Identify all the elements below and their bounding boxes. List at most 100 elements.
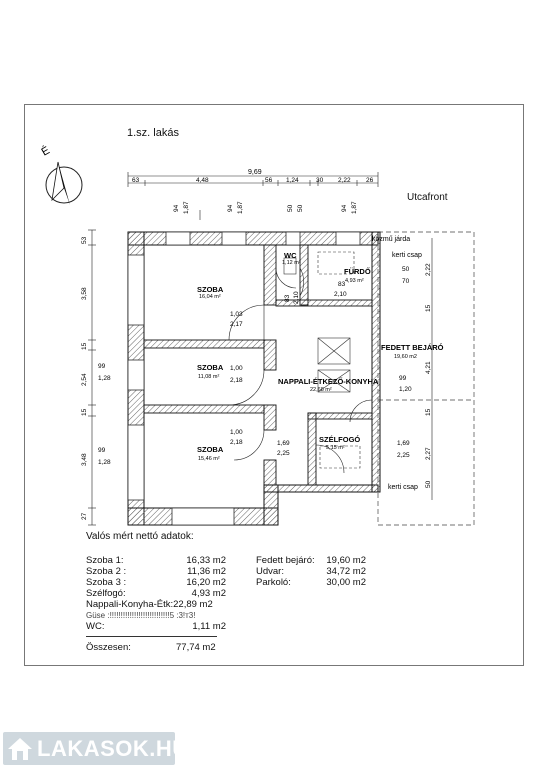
room-name-nappali: NAPPALI-ÉTKEZŐ-KONYHA xyxy=(278,377,379,386)
room-area-szelfogo: 5,15 m² xyxy=(326,445,345,451)
summary-row: Szoba 3 : 16,20 m2 xyxy=(86,577,226,588)
summary-label: Szoba 2 : xyxy=(86,566,127,577)
room-name-szoba-2: SZOBA xyxy=(197,363,224,372)
summary-value: 1,11 m2 xyxy=(192,621,226,632)
summary-label: Güse :!!!!!!!!!!!!!!!!!!!!!!!!!!!5 :3!т3… xyxy=(86,611,196,620)
door-dim-4a: 83 xyxy=(284,294,291,302)
dim-open-2b: 1,87 xyxy=(237,201,244,214)
window-openings xyxy=(127,231,361,526)
door-dim-6a: 1,69 xyxy=(277,440,290,447)
room-name-szelfogo: SZÉLFOGÓ xyxy=(319,435,360,444)
interior-walls xyxy=(143,244,373,486)
dim-open-3a: 50 xyxy=(287,204,294,212)
dim-left-3: 15 xyxy=(81,342,88,350)
window-dim-2a: 99 xyxy=(98,447,106,454)
drawing-frame xyxy=(24,104,524,666)
dim-top-4: 1,24 xyxy=(286,177,299,184)
summary-label: Parkoló: xyxy=(256,577,291,588)
door-dim-2b: 2,18 xyxy=(230,377,243,384)
house-icon xyxy=(8,738,32,760)
door-dim-7a: 50 xyxy=(402,266,410,273)
summary-value: 4,93 m2 xyxy=(191,588,226,599)
door-dim-7b: 70 xyxy=(402,278,410,285)
dim-right-6: 50 xyxy=(425,480,432,488)
summary-row: WC: 1,11 m2 xyxy=(86,621,226,632)
summary-label: Udvar: xyxy=(256,566,284,577)
dim-open-4a: 94 xyxy=(341,204,348,212)
door-dim-9a: 1,69 xyxy=(397,440,410,447)
room-area-furdo: 4,93 m² xyxy=(345,278,364,284)
dim-right-5: 2,27 xyxy=(425,447,432,460)
summary-row: Udvar: 34,72 m2 xyxy=(256,566,366,577)
total-value: 77,74 m2 xyxy=(176,642,216,653)
summary-value: 34,72 m2 xyxy=(326,566,366,577)
window-dim-1a: 99 xyxy=(98,363,106,370)
total-divider xyxy=(86,636,217,637)
door-dim-2a: 1,00 xyxy=(230,365,243,372)
dim-left-6: 3,48 xyxy=(81,453,88,466)
dim-left-7: 27 xyxy=(81,512,88,520)
summary-label: Szoba 3 : xyxy=(86,577,127,588)
door-dim-3a: 1,00 xyxy=(230,429,243,436)
summary-value: 16,33 m2 xyxy=(186,555,226,566)
door-dim-4b: 2,10 xyxy=(293,291,300,304)
summary-label: WC: xyxy=(86,621,105,632)
dim-open-1b: 1,87 xyxy=(183,201,190,214)
dim-open-1a: 94 xyxy=(173,204,180,212)
door-dim-1b: 2,17 xyxy=(230,321,243,328)
total-label: Összesen: xyxy=(86,642,131,653)
summary-label: Szoba 1: xyxy=(86,555,124,566)
dim-top-6: 2,22 xyxy=(338,177,351,184)
summary-value: 30,00 m2 xyxy=(326,577,366,588)
north-arrow-icon: É xyxy=(39,144,83,205)
door-dim-3b: 2,18 xyxy=(230,439,243,446)
door-dim-5b: 2,10 xyxy=(334,291,347,298)
summary-right-table: Fedett bejáró: 19,60 m2 Udvar: 34,72 m2 Pa… xyxy=(256,555,366,588)
fixtures xyxy=(283,251,361,469)
summary-label: Nappali-Konyha-Étk:22,89 m2 xyxy=(86,599,213,610)
dim-top-2: 4,48 xyxy=(196,177,209,184)
dim-left-1: 53 xyxy=(81,236,88,244)
dim-top-1: 63 xyxy=(132,177,140,184)
room-area-wc: 1,12 m² xyxy=(282,260,301,266)
door-dim-8a: 99 xyxy=(399,375,407,382)
summary-value: 16,20 m2 xyxy=(186,577,226,588)
summary-label: Szélfogó: xyxy=(86,588,126,599)
label-kerti-csap-bottom: kerti csap xyxy=(388,484,418,491)
summary-value: 11,36 m2 xyxy=(187,566,226,577)
dim-top-7: 26 xyxy=(366,177,374,184)
summary-row: Nappali-Konyha-Étk:22,89 m2 xyxy=(86,599,226,610)
door-dim-8b: 1,20 xyxy=(399,386,412,393)
summary-row: Güse :!!!!!!!!!!!!!!!!!!!!!!!!!!!5 :3!т3… xyxy=(86,610,226,621)
label-kerti-csap-top: kerti csap xyxy=(392,252,422,259)
north-label: É xyxy=(39,144,52,159)
room-name-szoba-1: SZOBA xyxy=(197,285,224,294)
summary-row: Parkoló: 30,00 m2 xyxy=(256,577,366,588)
dim-open-2a: 94 xyxy=(227,204,234,212)
dim-top-5: 30 xyxy=(316,177,324,184)
room-name-furdo: FÜRDŐ xyxy=(344,267,371,276)
door-dim-9b: 2,25 xyxy=(397,452,410,459)
dim-top-total: 9,69 xyxy=(248,169,262,176)
dim-right-2: 15 xyxy=(425,304,432,312)
window-dim-2b: 1,28 xyxy=(98,459,111,466)
dim-open-4b: 1,87 xyxy=(351,201,358,214)
door-dim-6b: 2,25 xyxy=(277,450,290,457)
summary-row: Szoba 1: 16,33 m2 xyxy=(86,555,226,566)
brand-logo-text: LAKASOK.HU xyxy=(37,736,189,761)
brand-logo[interactable]: LAKASOK.HU xyxy=(3,732,188,765)
summary-row: Szoba 2 : 11,36 m2 xyxy=(86,566,226,577)
summary-value: 19,60 m2 xyxy=(326,555,366,566)
room-area-szoba-2: 11,08 m² xyxy=(198,374,219,380)
room-name-szoba-3: SZOBA xyxy=(197,445,224,454)
dim-left-2: 3,58 xyxy=(81,287,88,300)
dim-left-5: 15 xyxy=(81,408,88,416)
dim-top-3: 56 xyxy=(265,177,273,184)
dim-left-4: 2,54 xyxy=(81,373,88,386)
summary-heading: Valós mért nettó adatok: xyxy=(86,531,194,542)
plan-title: 1.sz. lakás xyxy=(127,127,179,139)
dim-right-4: 15 xyxy=(425,408,432,416)
dim-open-3b: 50 xyxy=(297,204,304,212)
summary-label: Fedett bejáró: xyxy=(256,555,315,566)
